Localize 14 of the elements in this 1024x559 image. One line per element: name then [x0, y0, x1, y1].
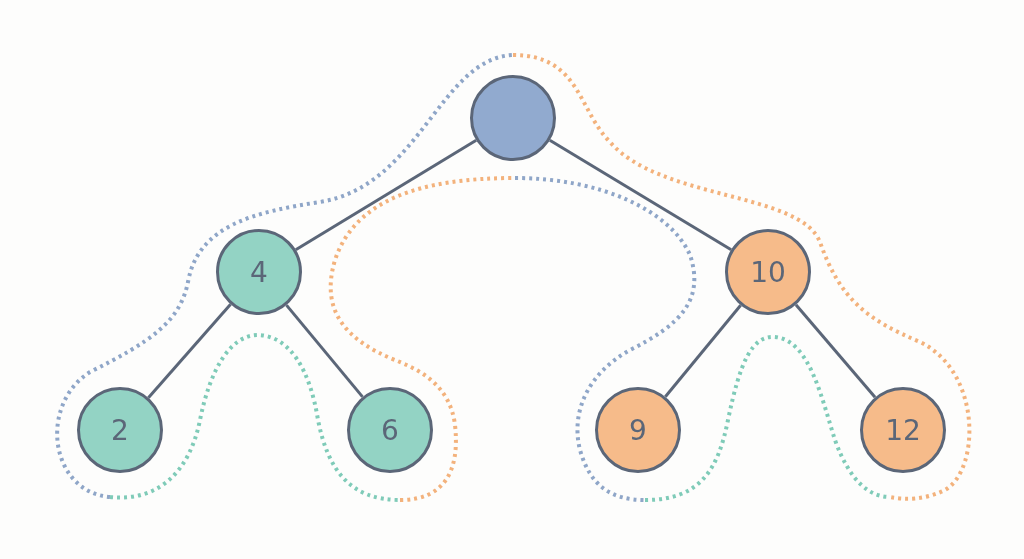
- node-value: 4: [250, 255, 268, 289]
- connector-line: [295, 139, 477, 251]
- node-value: 2: [111, 413, 129, 447]
- connector-line: [549, 138, 732, 252]
- connector-line: [664, 304, 742, 398]
- node-value: 9: [629, 413, 647, 447]
- connector-line: [285, 304, 364, 398]
- connector-line: [794, 303, 877, 399]
- node-value: 12: [885, 413, 921, 447]
- node-value: 6: [381, 413, 399, 447]
- tree-node-circle: [216, 229, 302, 315]
- connector-line: [147, 303, 232, 399]
- tree-node-circle: [725, 229, 811, 315]
- node-value: 10: [750, 255, 786, 289]
